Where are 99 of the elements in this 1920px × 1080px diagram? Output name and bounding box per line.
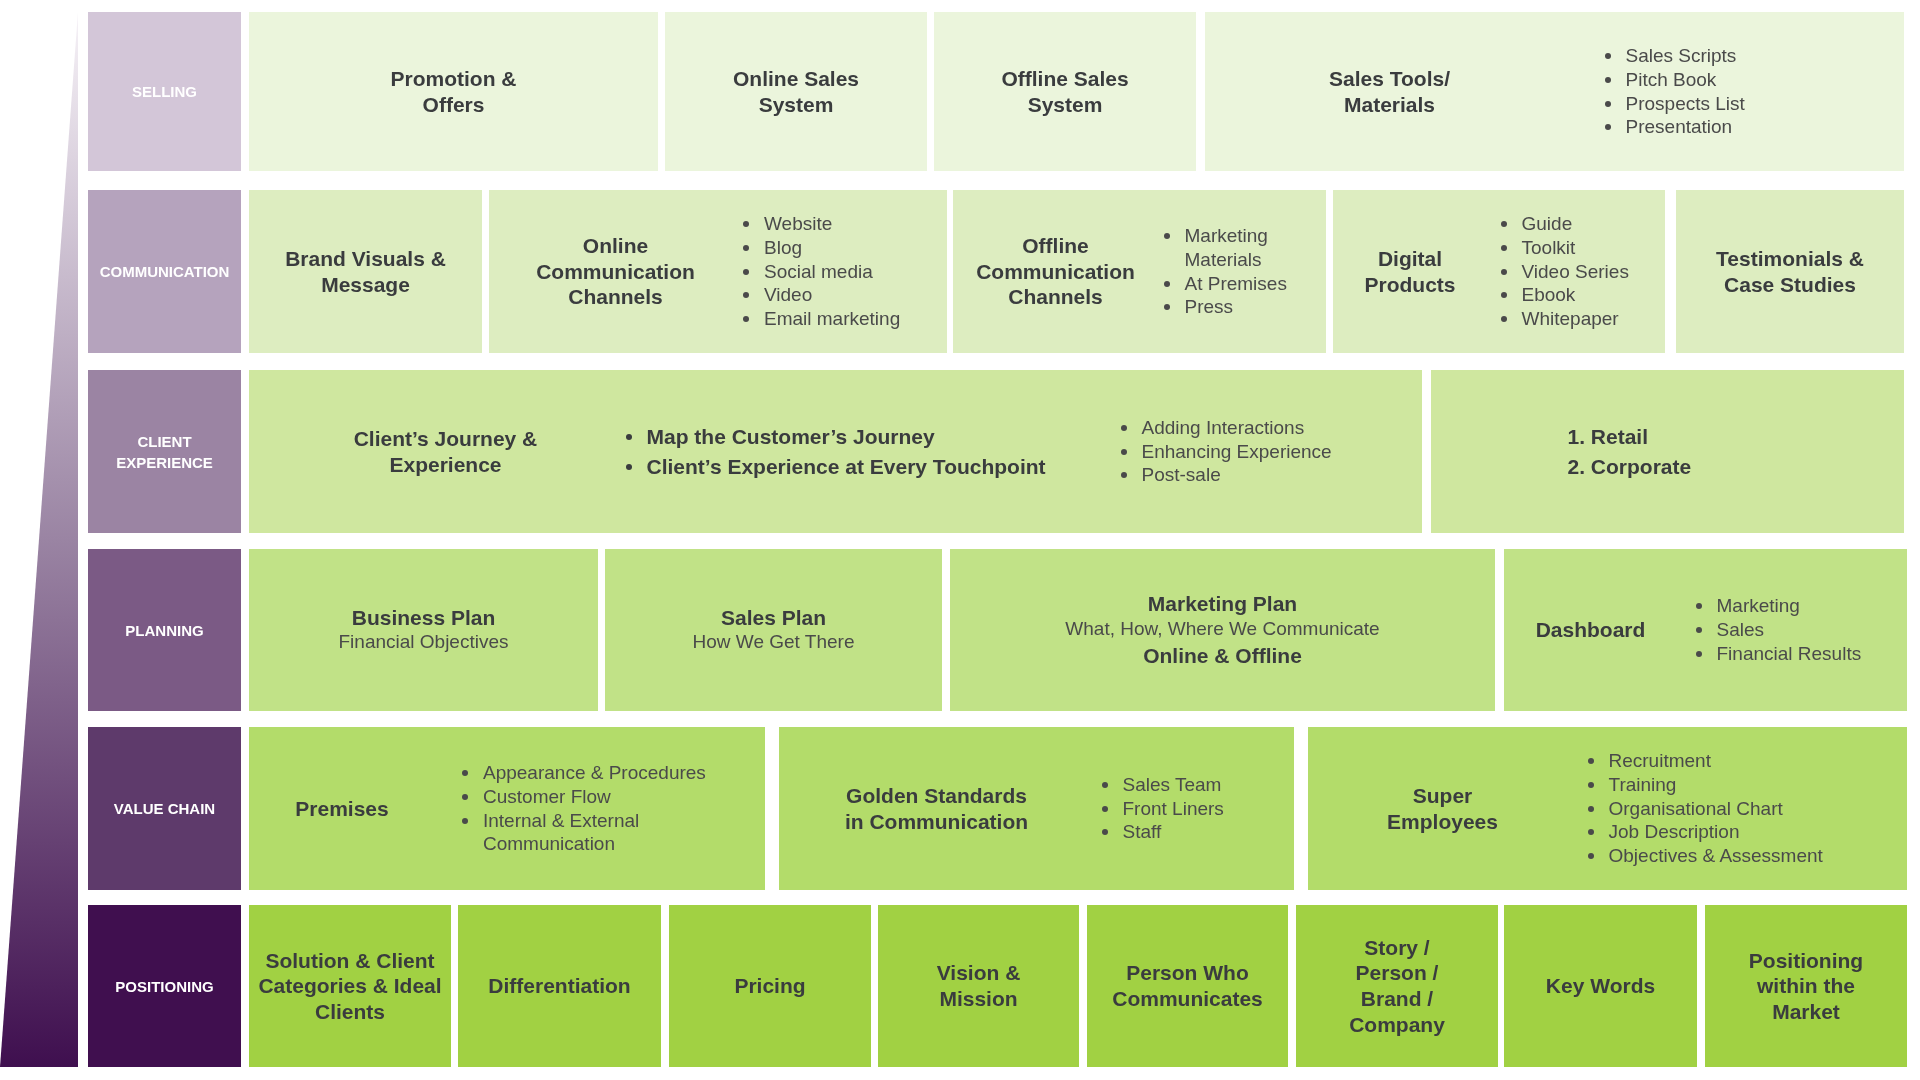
topic-heading: Sales Plan [720, 604, 827, 631]
topic-heading: Promotion & Offers [389, 65, 518, 118]
topic-card [1333, 190, 1665, 353]
topic-heading: Business Plan [351, 604, 496, 631]
topic-card [458, 905, 661, 1067]
topic-heading: Online Sales System [731, 65, 861, 118]
bullet-item: Customer Flow [457, 784, 611, 809]
bullet-item: Enhancing Experience [1115, 439, 1332, 464]
bullet-item: Marketing [1690, 594, 1800, 619]
topic-subtitle: How We Get There [692, 630, 855, 655]
bullet-item: Training [1582, 772, 1677, 797]
bullet-item: Organisational Chart [1582, 796, 1783, 821]
topic-heading: Brand Visuals & Message [284, 245, 447, 298]
bullet-item: Map the Customer’s Journey [620, 422, 935, 452]
bullet-item: Social media [738, 259, 873, 284]
bullet-item: Guide [1495, 212, 1573, 236]
topic-card [665, 12, 927, 171]
bullet-item: Ebook [1495, 283, 1576, 308]
numbered-item: 2. Corporate [1567, 453, 1692, 480]
bullet-item: Press [1158, 295, 1234, 319]
topic-heading: Vision & Mission [935, 960, 1022, 1012]
bullet-item: Post-sale [1115, 463, 1221, 488]
topic-card [489, 190, 947, 353]
topic-card [1504, 905, 1697, 1067]
topic-card [249, 12, 658, 171]
topic-card [1205, 12, 1904, 171]
topic-card [953, 190, 1326, 353]
topic-card [605, 549, 942, 711]
bullet-item: Toolkit [1495, 235, 1576, 260]
bullet-item: Internal & External Communication [457, 808, 727, 856]
topic-card [779, 727, 1294, 890]
topic-heading: Pricing [734, 973, 806, 999]
bullet-item: Appearance & Procedures [457, 761, 706, 785]
topic-heading: Differentiation [488, 973, 631, 999]
topic-heading: Sales Tools/ Materials [1328, 65, 1451, 118]
bullet-item: At Premises [1158, 271, 1287, 296]
topic-card [1308, 727, 1907, 890]
bullet-item: Email marketing [738, 307, 901, 331]
bullet-item: Whitepaper [1495, 307, 1619, 331]
bullet-item: Client’s Experience at Every Touchpoint [620, 451, 1046, 481]
bullet-item: Prospects List [1599, 91, 1745, 116]
topic-heading: Key Words [1545, 973, 1656, 999]
topic-card [249, 905, 451, 1067]
topic-heading: Story / Person / Brand / Company [1348, 934, 1446, 1038]
topic-heading: Premises [295, 795, 389, 822]
topic-heading: Digital Products [1363, 245, 1457, 298]
level-label: SELLING [88, 12, 241, 171]
topic-heading: Online Communication Channels [535, 233, 696, 310]
bullet-item: Adding Interactions [1115, 415, 1305, 440]
level-label: POSITIONING [88, 905, 241, 1067]
level-label: CLIENT EXPERIENCE [88, 370, 241, 533]
bullet-item: Financial Results [1690, 641, 1862, 666]
bullet-item: Front Liners [1096, 796, 1224, 821]
bullet-item: Recruitment [1582, 749, 1711, 773]
topic-card [1705, 905, 1907, 1067]
bullet-item: Website [738, 212, 833, 236]
topic-card [249, 549, 598, 711]
topic-card [950, 549, 1495, 711]
topic-card [669, 905, 871, 1067]
topic-heading: Golden Standards in Communication [843, 782, 1030, 835]
topic-card [249, 370, 1422, 533]
topic-card [1504, 549, 1907, 711]
topic-card [1676, 190, 1904, 353]
bullet-item: Sales [1690, 618, 1765, 642]
topic-card [1087, 905, 1288, 1067]
level-label: COMMUNICATION [88, 190, 241, 353]
numbered-item: 1. Retail [1567, 424, 1649, 451]
level-label: PLANNING [88, 549, 241, 711]
topic-card [1296, 905, 1498, 1067]
topic-card [878, 905, 1079, 1067]
bullet-item: Objectives & Assessment [1582, 844, 1823, 868]
topic-heading: Person Who Communicates [1111, 960, 1264, 1012]
topic-subtitle: Online & Offline [1143, 642, 1302, 669]
topic-heading: Super Employees [1386, 782, 1499, 835]
topic-heading: Testimonials & Case Studies [1715, 245, 1865, 298]
bullet-item: Video [738, 283, 813, 308]
topic-card [1431, 370, 1904, 533]
topic-heading: Offline Communication Channels [975, 233, 1136, 310]
bullet-item: Marketing Materials [1158, 224, 1309, 272]
topic-heading: Marketing Plan [1147, 591, 1298, 617]
topic-heading: Client’s Journey & Experience [352, 425, 539, 478]
topic-card [249, 727, 765, 890]
bullet-item: Video Series [1495, 259, 1629, 284]
bullet-item: Job Description [1582, 820, 1740, 845]
topic-subtitle: Financial Objectives [338, 630, 509, 655]
bullet-item: Pitch Book [1599, 67, 1717, 92]
bullet-item: Staff [1096, 820, 1162, 845]
bullet-item: Sales Scripts [1599, 44, 1737, 68]
topic-heading: Dashboard [1535, 617, 1646, 643]
topic-subtitle: What, How, Where We Communicate [1065, 616, 1380, 641]
level-label: VALUE CHAIN [88, 727, 241, 890]
bullet-item: Presentation [1599, 115, 1733, 139]
topic-heading: Offline Sales System [1000, 65, 1130, 118]
topic-heading: Solution & Client Categories & Ideal Clients [257, 947, 443, 1025]
topic-card [934, 12, 1196, 171]
bullet-item: Sales Team [1096, 772, 1222, 797]
topic-card [249, 190, 482, 353]
bullet-item: Blog [738, 235, 803, 260]
topic-heading: Positioning within the Market [1747, 947, 1865, 1025]
